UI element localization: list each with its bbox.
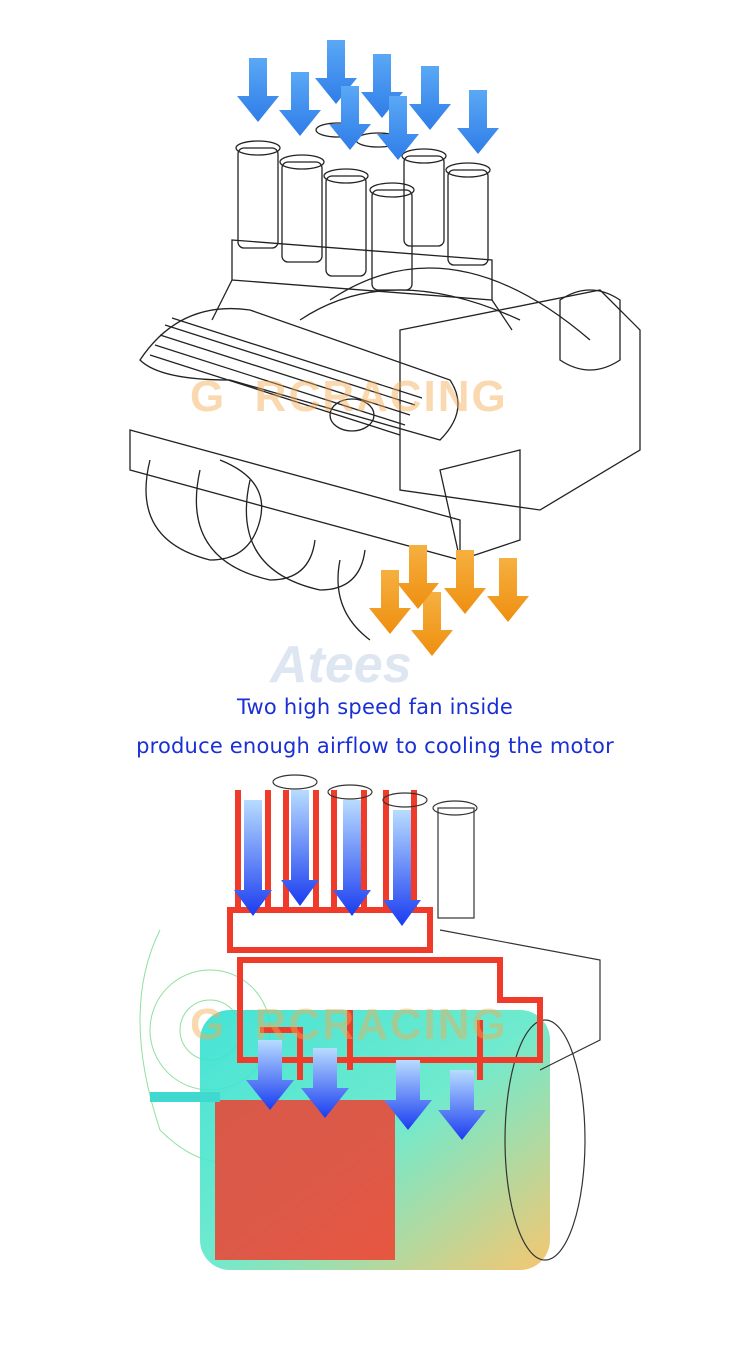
engine-line-drawing: [129, 122, 641, 641]
engine-airflow-illustration-top: Atees: [129, 40, 641, 690]
intake-stacks-outline: [272, 774, 601, 1071]
intake-airflow-arrows: [237, 40, 499, 160]
intake-arrow: [279, 72, 321, 136]
brand-watermark-bottom: G RCRACING: [190, 1000, 508, 1049]
intake-arrow: [457, 90, 499, 154]
brand-watermark-top: G RCRACING: [190, 372, 508, 421]
caption-line-1: Two high speed fan inside: [236, 695, 514, 719]
exhaust-arrow: [487, 558, 529, 622]
exhaust-arrow: [444, 550, 486, 614]
exhaust-arrow: [369, 570, 411, 634]
engine-cutaway-illustration-bottom: [139, 774, 601, 1270]
intake-arrow: [409, 66, 451, 130]
intake-arrow: [237, 58, 279, 122]
caption-line-2: produce enough airflow to cooling the mo…: [136, 734, 614, 758]
atees-watermark: Atees: [268, 636, 412, 690]
cutaway-red-housing: [227, 790, 543, 1080]
